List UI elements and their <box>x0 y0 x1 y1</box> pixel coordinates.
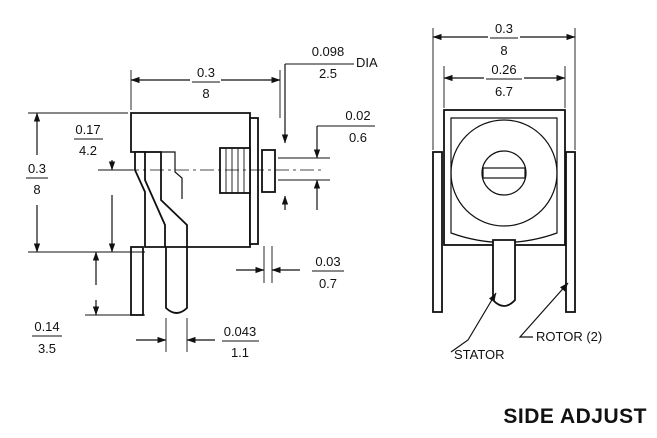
dim-slot-gap-den: 0.6 <box>349 130 367 145</box>
dim-height-den: 8 <box>33 182 40 197</box>
dim-front-inner-width-num: 0.26 <box>491 62 516 77</box>
front-view <box>432 109 576 313</box>
dim-upper-offset-den: 4.2 <box>79 143 97 158</box>
dim-side-width: 0.3 8 <box>130 65 281 118</box>
side-knob <box>219 147 251 194</box>
dim-upper-offset: 0.17 4.2 <box>74 122 133 253</box>
dim-front-width-num: 0.3 <box>495 21 513 36</box>
dim-pin-dia-num: 0.098 <box>312 44 345 59</box>
dim-pin-width-den: 1.1 <box>231 345 249 360</box>
side-shaft-tip <box>261 149 276 193</box>
dim-side-width-den: 8 <box>202 86 209 101</box>
front-rotor-pin-right <box>565 151 576 313</box>
front-stator-pin <box>492 239 516 307</box>
dim-pin-length: 0.14 3.5 <box>32 251 145 356</box>
front-adjust-screw <box>481 150 527 196</box>
dim-front-inner-width: 0.26 6.7 <box>443 62 566 108</box>
side-view <box>100 112 322 316</box>
dim-side-width-num: 0.3 <box>197 65 215 80</box>
label-rotor-text: ROTOR (2) <box>536 329 602 344</box>
dim-height-num: 0.3 <box>28 161 46 176</box>
label-stator: STATOR <box>450 292 505 362</box>
side-stator-lead <box>134 151 166 248</box>
dim-height: 0.3 8 <box>26 112 145 253</box>
side-rotor-pin <box>130 246 144 316</box>
dim-plate-thickness: 0.03 0.7 <box>236 246 344 291</box>
drawing-title: SIDE ADJUST <box>503 405 647 428</box>
dim-pin-length-num: 0.14 <box>34 319 59 334</box>
dim-front-width-den: 8 <box>500 43 507 58</box>
label-stator-text: STATOR <box>454 347 505 362</box>
front-screw-slot <box>482 167 526 179</box>
dim-slot-gap: 0.02 0.6 <box>278 108 375 210</box>
front-rotor-pin-left <box>432 151 443 313</box>
side-back-plate <box>249 117 259 245</box>
dim-pin-dia: 0.098 2.5 DIA <box>281 44 378 210</box>
dim-pin-dia-den: 2.5 <box>319 66 337 81</box>
label-rotor: ROTOR (2) <box>518 282 602 344</box>
dim-pin-length-den: 3.5 <box>38 341 56 356</box>
front-rotor-disc <box>450 119 558 227</box>
dim-slot-gap-num: 0.02 <box>345 108 370 123</box>
side-housing-step <box>140 151 183 199</box>
dim-upper-offset-num: 0.17 <box>75 122 100 137</box>
dim-pin-width: 0.043 1.1 <box>136 318 259 360</box>
side-stator-pin <box>165 246 188 314</box>
dim-plate-thickness-den: 0.7 <box>319 276 337 291</box>
dim-pin-width-num: 0.043 <box>224 324 257 339</box>
dim-front-width: 0.3 8 <box>432 21 576 150</box>
dim-pin-dia-suffix: DIA <box>356 55 378 70</box>
dim-front-inner-width-den: 6.7 <box>495 84 513 99</box>
dim-plate-thickness-num: 0.03 <box>315 254 340 269</box>
